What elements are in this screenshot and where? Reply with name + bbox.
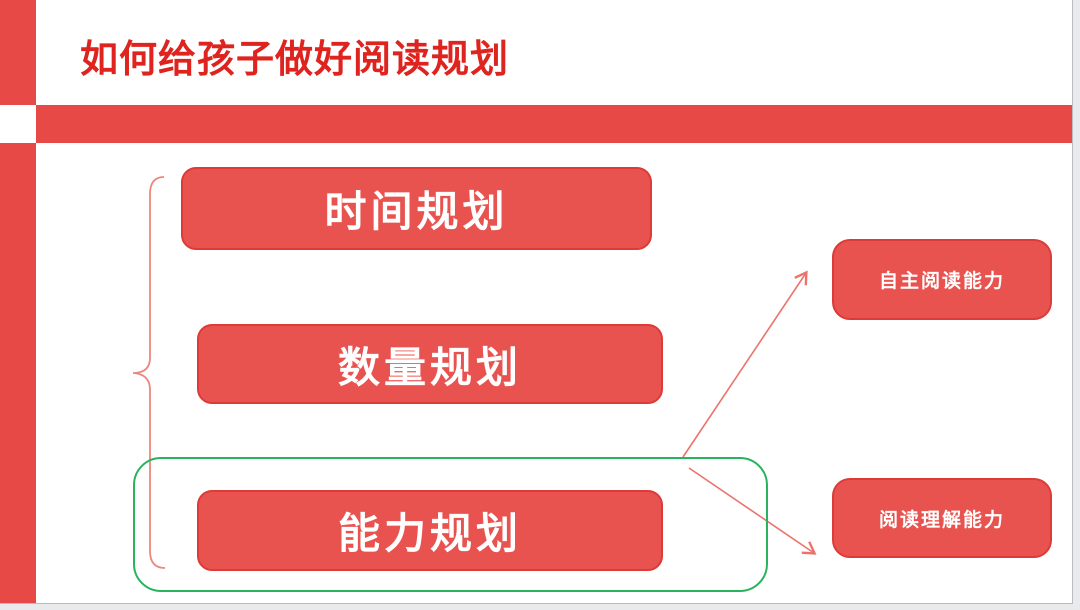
plan-box-ability: 能力规划	[197, 490, 663, 571]
plan-box-time-label: 时间规划	[324, 188, 509, 235]
plan-box-time: 时间规划	[181, 167, 652, 250]
left-accent-bar-gap	[0, 105, 36, 143]
result-box-independent-reading-label: 自主阅读能力	[878, 271, 1005, 292]
plan-box-quantity-label: 数量规划	[337, 343, 522, 391]
green-highlight-box	[133, 457, 768, 592]
plan-box-ability-label: 能力规划	[337, 510, 522, 557]
result-box-reading-comprehension: 阅读理解能力	[832, 478, 1052, 558]
result-box-independent-reading: 自主阅读能力	[832, 239, 1052, 320]
left-accent-bar	[0, 0, 36, 603]
result-box-reading-comprehension-label: 阅读理解能力	[878, 509, 1005, 531]
title-accent-band	[36, 105, 1072, 143]
up-right-arrow	[682, 270, 808, 458]
slide-title: 如何给孩子做好阅读规划	[80, 39, 510, 81]
plan-box-quantity: 数量规划	[197, 324, 663, 404]
